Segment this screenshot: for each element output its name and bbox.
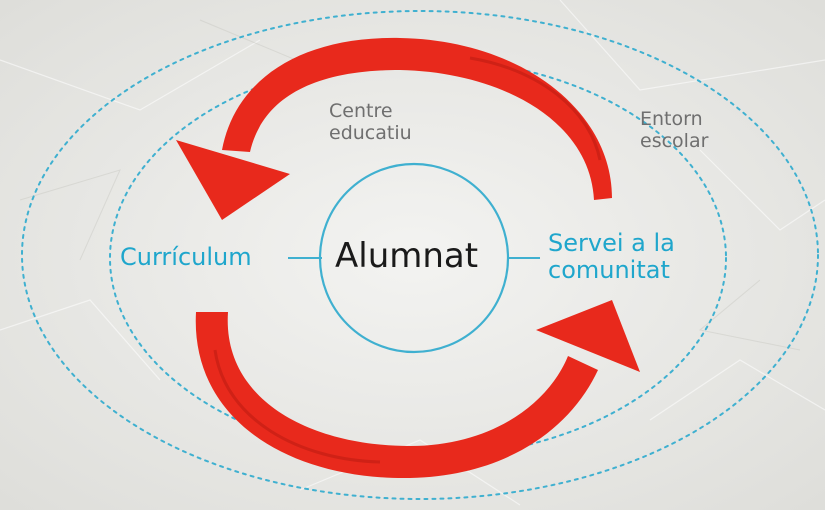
bottom-arrow — [195, 300, 640, 479]
right-label: Servei a la comunitat — [548, 230, 675, 284]
left-label: Currículum — [120, 243, 252, 271]
right-label-line1: Servei a la — [548, 229, 675, 257]
outer-ring-entorn — [21, 10, 819, 500]
outer-ring-label-line1: Entorn — [640, 108, 703, 130]
right-label-line2: comunitat — [548, 256, 670, 284]
center-label: Alumnat — [335, 236, 479, 276]
outer-ring-label: Entorn escolar — [640, 108, 708, 152]
center-circle — [318, 162, 510, 354]
inner-ring-label-line1: Centre — [329, 100, 393, 122]
top-arrow — [176, 37, 612, 220]
outer-ring-label-line2: escolar — [640, 130, 709, 152]
inner-ring-label: Centre educatiu — [329, 100, 412, 144]
inner-ring-label-line2: educatiu — [329, 122, 412, 144]
